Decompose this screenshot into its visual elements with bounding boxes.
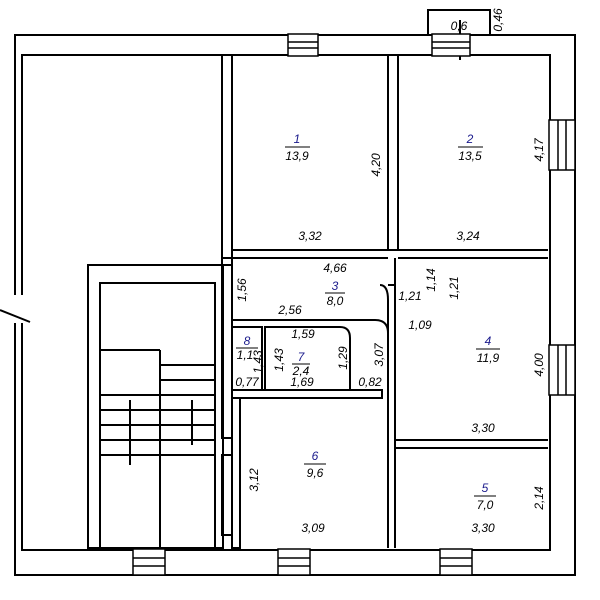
windows [132,33,576,576]
dimensions: 4,20 3,32 4,17 3,24 4,66 1,56 2,56 1,21 … [235,8,546,535]
plan-label: 4,66 [323,261,347,275]
plan-label: 2 [466,132,474,146]
plan-label: 13,9 [285,149,309,163]
plan-label: 1,59 [291,327,315,341]
plan-label: 3,09 [301,521,325,535]
balcony-label: 0,6 [451,19,468,33]
plan-label: 4,17 [532,137,546,162]
plan-label: 4,20 [369,153,383,177]
plan-label: 2,14 [532,486,546,511]
plan-label: 1,43 [272,348,286,372]
plan-label: 4 [485,334,492,348]
plan-label: 9,6 [307,466,324,480]
plan-label: 2,56 [277,303,302,317]
room-1-label: 1 13,9 [285,132,310,163]
room-4-label: 4 11,9 [476,334,500,365]
plan-label: 4,00 [532,353,546,377]
room-7-label: 7 2,4 [292,350,310,378]
plan-label: 1,1 [237,348,254,362]
plan-label: 5 [482,481,489,495]
plan-label: 1,29 [336,346,350,370]
plan-label: 1,21 [447,276,461,299]
plan-label: 13,5 [458,149,482,163]
plan-label: 0,6 [451,19,468,33]
room-2-label: 2 13,5 [458,132,483,163]
plan-label: 1,09 [408,318,432,332]
plan-label: 0,82 [358,375,382,389]
plan-label: 3,07 [372,342,386,367]
plan-label: 6 [312,449,319,463]
plan-label: 11,9 [477,351,500,365]
room-8-label: 8 1,1 [236,334,258,362]
plan-label: 1,43 [251,350,265,374]
room-5-label: 5 7,0 [474,481,496,512]
plan-label: 8 [244,334,251,348]
plan-label: 7 [298,350,306,364]
walls [0,9,576,576]
plan-label: 0,77 [235,375,260,389]
plan-label: 3,30 [471,521,495,535]
room-6-label: 6 9,6 [304,449,326,480]
plan-label: 3,12 [247,468,261,492]
plan-label: 1,21 [398,289,421,303]
plan-label: 1 [294,132,301,146]
plan-label: 3,32 [298,229,322,243]
plan-label: 1,56 [235,278,249,302]
plan-label: 3,24 [456,229,480,243]
plan-label: 1,14 [424,268,438,292]
plan-label: 7,0 [477,498,494,512]
plan-label: 0,46 [491,8,505,32]
plan-label: 3 [332,279,339,293]
plan-label: 1,69 [290,375,314,389]
plan-label: 3,30 [471,421,495,435]
stair-steps [100,349,215,548]
plan-label: 2,4 [292,364,310,378]
room-3-label: 3 8,0 [325,279,345,308]
plan-label: 8,0 [327,294,344,308]
